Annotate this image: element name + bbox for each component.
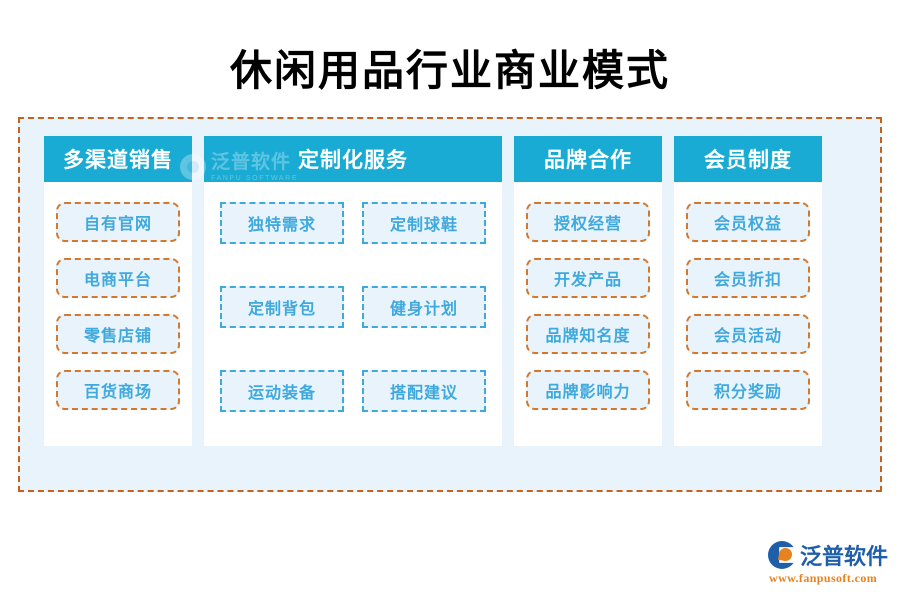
item-box[interactable]: 积分奖励 bbox=[686, 370, 810, 410]
item-box[interactable]: 开发产品 bbox=[526, 258, 650, 298]
fanpu-logo-icon bbox=[768, 541, 796, 569]
columns-container: 多渠道销售 自有官网 电商平台 零售店铺 百货商场 定制化服务 独特需求 定制球… bbox=[18, 136, 882, 446]
column-header-3: 品牌合作 bbox=[514, 136, 662, 182]
item-box[interactable]: 品牌影响力 bbox=[526, 370, 650, 410]
footer-logo-row: 泛普软件 bbox=[768, 540, 888, 570]
footer-logo-cn: 泛普软件 bbox=[800, 544, 889, 569]
column-header-1: 多渠道销售 bbox=[44, 136, 192, 182]
column-header-2: 定制化服务 bbox=[204, 136, 502, 182]
item-box[interactable]: 搭配建议 bbox=[362, 370, 486, 412]
column-brand-cooperation: 品牌合作 授权经营 开发产品 品牌知名度 品牌影响力 bbox=[514, 136, 662, 446]
item-box[interactable]: 定制球鞋 bbox=[362, 202, 486, 244]
item-box[interactable]: 健身计划 bbox=[362, 286, 486, 328]
footer-logo-url: www.fanpusoft.com bbox=[769, 571, 878, 585]
footer-logo: 泛普软件 www.fanpusoft.com bbox=[768, 540, 890, 588]
item-box[interactable]: 自有官网 bbox=[56, 202, 180, 242]
item-box[interactable]: 授权经营 bbox=[526, 202, 650, 242]
item-box[interactable]: 会员折扣 bbox=[686, 258, 810, 298]
column-membership-system: 会员制度 会员权益 会员折扣 会员活动 积分奖励 bbox=[674, 136, 822, 446]
item-box[interactable]: 品牌知名度 bbox=[526, 314, 650, 354]
item-box[interactable]: 运动装备 bbox=[220, 370, 344, 412]
item-box[interactable]: 定制背包 bbox=[220, 286, 344, 328]
column-body-4: 会员权益 会员折扣 会员活动 积分奖励 bbox=[674, 182, 822, 446]
item-box[interactable]: 零售店铺 bbox=[56, 314, 180, 354]
item-box[interactable]: 电商平台 bbox=[56, 258, 180, 298]
page-title: 休闲用品行业商业模式 bbox=[229, 49, 670, 95]
column-customized-service: 定制化服务 独特需求 定制球鞋 定制背包 健身计划 运动装备 搭配建议 bbox=[204, 136, 502, 446]
column-body-3: 授权经营 开发产品 品牌知名度 品牌影响力 bbox=[514, 182, 662, 446]
column-body-1: 自有官网 电商平台 零售店铺 百货商场 bbox=[44, 182, 192, 446]
item-box[interactable]: 会员活动 bbox=[686, 314, 810, 354]
item-box[interactable]: 会员权益 bbox=[686, 202, 810, 242]
item-box[interactable]: 百货商场 bbox=[56, 370, 180, 410]
item-box[interactable]: 独特需求 bbox=[220, 202, 344, 244]
logo-leaf-shape bbox=[777, 546, 794, 563]
column-header-4: 会员制度 bbox=[674, 136, 822, 182]
column-body-2: 独特需求 定制球鞋 定制背包 健身计划 运动装备 搭配建议 bbox=[204, 182, 502, 446]
column-multichannel-sales: 多渠道销售 自有官网 电商平台 零售店铺 百货商场 bbox=[44, 136, 192, 446]
